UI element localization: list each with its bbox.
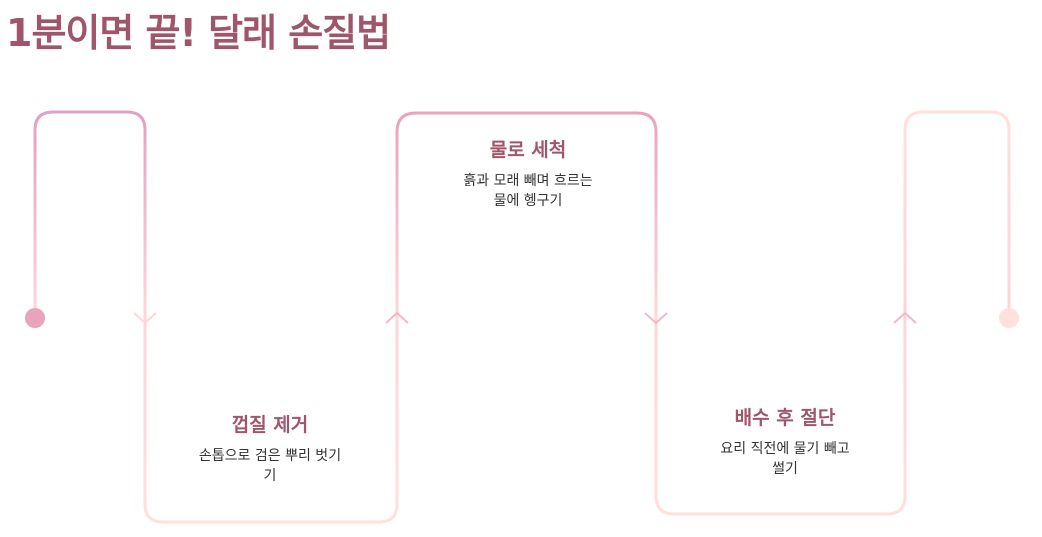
step-title: 껍질 제거 (231, 414, 309, 436)
step-description-line: 물에 헹구기 (493, 193, 563, 209)
arrow-up-icon (893, 311, 917, 324)
arrow-down-icon (133, 312, 157, 325)
step-description: 흙과 모래 빼며 흐르는 물에 헹구기 (430, 171, 626, 211)
step-description-line: 기 (263, 468, 277, 484)
connector-u-2 (654, 318, 907, 516)
connector-arch-2 (395, 111, 658, 318)
step-description: 손톱으로 검은 뿌리 벗기 기 (170, 446, 370, 486)
step-description-line: 썰기 (772, 461, 798, 477)
connector-arch-1 (33, 110, 147, 318)
page-title: 1분이면 끝! 달래 손질법 (6, 11, 391, 55)
connector-u-1 (143, 318, 399, 524)
end-dot (999, 308, 1019, 328)
step-description-line: 손톱으로 검은 뿌리 벗기 (198, 448, 342, 464)
arrow-down-icon (644, 312, 668, 325)
step-description-line: 흙과 모래 빼며 흐르는 (463, 173, 593, 189)
step-title: 물로 세척 (489, 139, 567, 161)
step-title: 배수 후 절단 (734, 407, 836, 429)
step-1: 껍질 제거 손톱으로 검은 뿌리 벗기 기 (170, 412, 370, 486)
arrow-up-icon (385, 311, 409, 324)
step-description: 요리 직전에 물기 빼고 썰기 (690, 439, 880, 479)
step-description-line: 요리 직전에 물기 빼고 (720, 441, 850, 457)
start-dot (25, 308, 45, 328)
step-2: 물로 세척 흙과 모래 빼며 흐르는 물에 헹구기 (430, 137, 626, 211)
connector-arch-3 (903, 110, 1011, 318)
step-3: 배수 후 절단 요리 직전에 물기 빼고 썰기 (690, 405, 880, 479)
